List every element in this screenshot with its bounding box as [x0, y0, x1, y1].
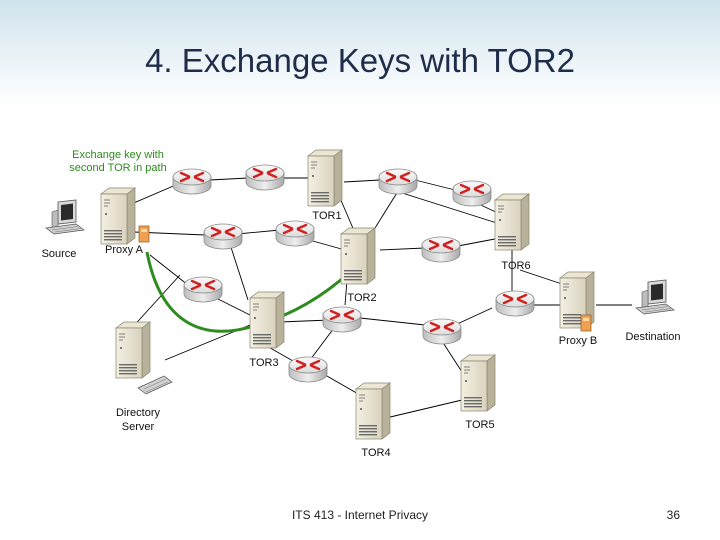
tor4-server-icon [355, 382, 391, 440]
directory-server-icon [115, 321, 151, 379]
slide-title: 4. Exchange Keys with TOR2 [145, 42, 575, 79]
page-number: 36 [666, 508, 680, 522]
tor4-label: TOR4 [361, 447, 390, 459]
router-icon [287, 355, 329, 384]
footer-text: ITS 413 - Internet Privacy [291, 508, 429, 522]
router-icon [171, 167, 213, 196]
proxy-b-label: Proxy B [559, 335, 598, 347]
tor2-label: TOR2 [347, 292, 376, 304]
source-label: Source [42, 248, 77, 260]
router-icon [202, 222, 244, 251]
tor6-label: TOR6 [501, 260, 530, 272]
router-icon [420, 235, 462, 264]
key-exchange-path [145, 251, 352, 333]
keyboard-icon [137, 375, 173, 395]
tor3-label: TOR3 [249, 357, 278, 369]
router-icon [377, 167, 419, 196]
tor1-label: TOR1 [312, 210, 341, 222]
tor3-server-icon [249, 291, 285, 349]
tor2-server-icon [340, 227, 376, 285]
destination-label: Destination [625, 331, 680, 343]
tor5-label: TOR5 [465, 419, 494, 431]
proxy-a-server-icon [100, 187, 136, 245]
tor6-server-icon [494, 193, 530, 251]
proxy-b-key-icon [580, 314, 592, 332]
tor1-server-icon [307, 149, 343, 207]
router-icon [451, 179, 493, 208]
annotation-line-2: second TOR in path [69, 162, 166, 174]
proxy-a-label: Proxy A [105, 244, 144, 256]
router-icon [244, 163, 286, 192]
directory-label-line-2: Server [122, 421, 155, 433]
router-icon [421, 317, 463, 346]
router-icon [321, 305, 363, 334]
destination-computer-icon [635, 279, 675, 315]
proxy-a-key-icon [138, 225, 150, 243]
router-icon [494, 289, 536, 318]
source-computer-icon [45, 199, 85, 235]
annotation-line-1: Exchange key with [72, 149, 164, 161]
router-icon [182, 275, 224, 304]
router-icon [274, 219, 316, 248]
directory-label-line-1: Directory [116, 407, 161, 419]
title-band [0, 0, 720, 105]
tor5-server-icon [460, 354, 496, 412]
